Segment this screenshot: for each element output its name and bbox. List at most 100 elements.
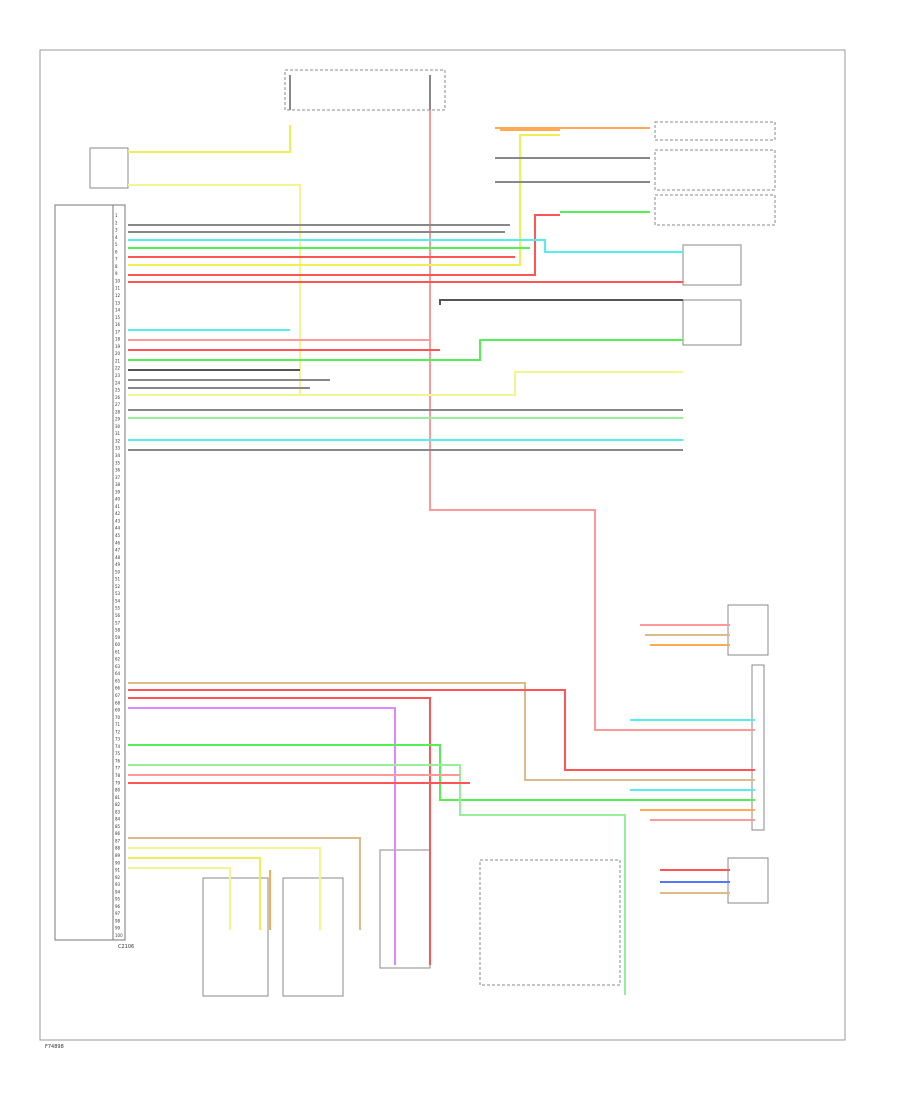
pin-label: 79 <box>115 780 121 785</box>
pin-label: 69 <box>115 708 121 713</box>
pin-label: 38 <box>115 482 121 487</box>
pin-label: 2 <box>115 220 118 225</box>
pin-label: 16 <box>115 322 121 327</box>
pin-label: 65 <box>115 678 121 683</box>
wire-28 <box>128 697 431 965</box>
pin-label: 49 <box>115 562 121 567</box>
pin-label: 61 <box>115 649 121 654</box>
pin-label: 58 <box>115 628 121 633</box>
pin-label: 22 <box>115 366 121 371</box>
pin-label: 83 <box>115 809 121 814</box>
pin-label: 73 <box>115 737 121 742</box>
pin-label: 60 <box>115 642 121 647</box>
pin-label: 45 <box>115 533 121 538</box>
pin-label: 29 <box>115 417 121 422</box>
right-module-c <box>727 857 769 904</box>
pin-label: 92 <box>115 875 121 880</box>
pin-label: 90 <box>115 860 121 865</box>
wire-34 <box>128 837 361 930</box>
pin-label: 52 <box>115 584 121 589</box>
wire-27 <box>128 689 755 771</box>
pin-label: 35 <box>115 460 121 465</box>
main-module: 1234567891011121314151617181920212223242… <box>54 204 134 950</box>
pin-label: 80 <box>115 788 121 793</box>
wire-37 <box>128 867 231 930</box>
pin-label: 99 <box>115 926 121 931</box>
pin-label: 63 <box>115 664 121 669</box>
pin-label: 15 <box>115 315 121 320</box>
ignition-switch-box <box>284 69 446 111</box>
pin-label: 75 <box>115 751 121 756</box>
wire-3 <box>429 110 755 731</box>
pin-label: 14 <box>115 308 121 313</box>
wire-16 <box>128 339 683 361</box>
pin-label: 1 <box>115 213 118 218</box>
pin-label: 43 <box>115 518 121 523</box>
footer-code: F74898 <box>45 1044 64 1050</box>
pin-label: 8 <box>115 264 118 269</box>
pin-label: 27 <box>115 402 121 407</box>
pin-label: 24 <box>115 380 121 385</box>
pin-label: 82 <box>115 802 121 807</box>
right-module-a <box>727 604 769 656</box>
pin-label: 4 <box>115 235 118 240</box>
pin-label: 5 <box>115 242 118 247</box>
bottom-sensor-2 <box>282 877 344 997</box>
pin-label: 86 <box>115 831 121 836</box>
wire-21 <box>439 299 683 305</box>
top-right-connector-3 <box>654 194 776 226</box>
wire-5 <box>128 134 560 266</box>
pin-label: 98 <box>115 918 121 923</box>
pin-label: 25 <box>115 388 121 393</box>
pin-label: 44 <box>115 526 121 531</box>
pin-label: 96 <box>115 904 121 909</box>
pin-label: 84 <box>115 817 121 822</box>
pin-label: 36 <box>115 468 121 473</box>
pin-label: 3 <box>115 228 118 233</box>
pin-label: 18 <box>115 337 121 342</box>
pin-label: 46 <box>115 540 121 545</box>
pin-label: 76 <box>115 758 121 763</box>
pin-label: 89 <box>115 853 121 858</box>
pin-label: 85 <box>115 824 121 829</box>
main-module-connector <box>112 204 126 941</box>
pin-label: 87 <box>115 838 121 843</box>
pin-label: 57 <box>115 620 121 625</box>
pin-label: 48 <box>115 555 121 560</box>
wire-7 <box>128 239 683 253</box>
pin-label: 32 <box>115 438 121 443</box>
wire-1 <box>128 125 291 153</box>
pin-label: 88 <box>115 846 121 851</box>
pin-label: 97 <box>115 911 121 916</box>
pin-label: 68 <box>115 700 121 705</box>
bottom-sensor-1 <box>202 877 269 997</box>
fuse-box-left <box>89 147 129 189</box>
wire-4 <box>128 214 560 276</box>
pin-label: 23 <box>115 373 121 378</box>
pin-label: 95 <box>115 897 121 902</box>
pin-label: 47 <box>115 548 121 553</box>
pin-label: 21 <box>115 358 121 363</box>
pin-label: 54 <box>115 598 121 603</box>
pin-label: 7 <box>115 257 118 262</box>
pin-label: 30 <box>115 424 121 429</box>
pin-label: 78 <box>115 773 121 778</box>
pin-label: 72 <box>115 729 121 734</box>
pin-label: 70 <box>115 715 121 720</box>
pin-label: 33 <box>115 446 121 451</box>
wire-20 <box>128 371 683 396</box>
main-module-connector-label: C2106 <box>118 944 134 950</box>
right-module-b <box>751 664 765 831</box>
pin-label: 10 <box>115 278 121 283</box>
main-module-box <box>54 204 114 941</box>
pin-label: 26 <box>115 395 121 400</box>
pin-label: 66 <box>115 686 121 691</box>
sensor-box-right-2 <box>682 299 742 346</box>
pin-label: 67 <box>115 693 121 698</box>
wire-35 <box>128 847 321 930</box>
pin-label: 20 <box>115 351 121 356</box>
pin-label: 56 <box>115 613 121 618</box>
pin-label: 94 <box>115 889 121 894</box>
wire-2 <box>128 184 301 395</box>
